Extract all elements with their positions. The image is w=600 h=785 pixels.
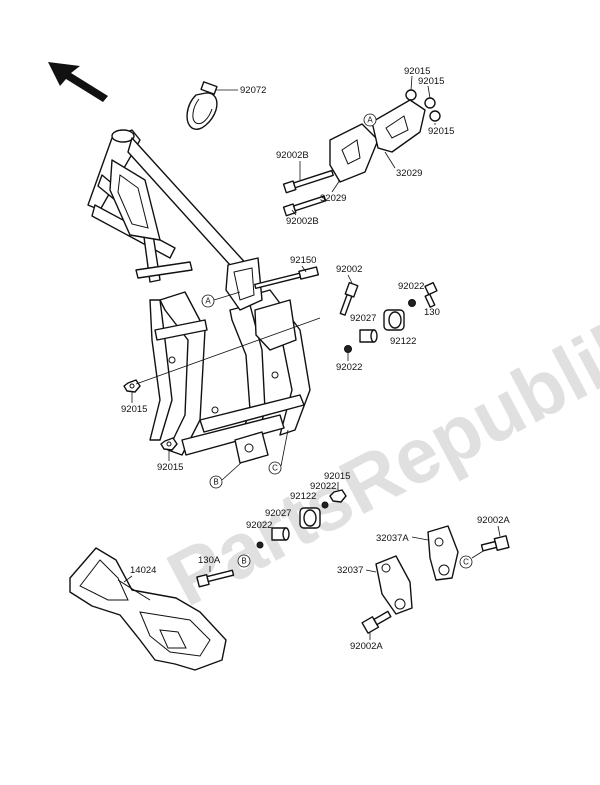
ref-marker-C [459, 555, 473, 569]
engine-bracket-32029 [282, 89, 441, 217]
leader-line [331, 179, 341, 193]
clamp-92072 [186, 81, 218, 130]
ref-letter-B: B [213, 478, 218, 487]
ref-marker-B [209, 475, 223, 489]
ref-letter-B: B [241, 557, 246, 566]
callout-130: 130 [424, 307, 440, 318]
front-direction-arrow-icon [48, 62, 108, 102]
leader-line [135, 317, 321, 385]
leader-line [213, 291, 241, 301]
bushing-92122 [383, 309, 405, 331]
bolt-92002 [339, 281, 359, 316]
bracket-32037 [375, 555, 413, 615]
ref-letter-A: A [205, 297, 211, 306]
bolt-92002A [480, 535, 510, 552]
nut-92015 [123, 379, 141, 393]
bolt-92150 [254, 266, 320, 290]
callout-92015: 92015 [404, 66, 430, 77]
leader-line [497, 525, 501, 537]
collar-92027 [271, 527, 290, 541]
skid-plate-14024 [69, 547, 227, 671]
nut-92015 [329, 489, 347, 503]
callout-92002A: 92002A [350, 641, 383, 652]
leader-line [410, 75, 413, 91]
callout-92015: 92015 [157, 462, 183, 473]
leader-line [411, 536, 429, 541]
callout-92002: 92002 [336, 264, 362, 275]
callout-14024: 14024 [130, 565, 156, 576]
ref-letter-C: C [272, 464, 278, 473]
callout-32037: 32037 [337, 565, 363, 576]
callout-92002B: 92002B [276, 150, 309, 161]
leader-line [280, 429, 289, 467]
callout-92027: 92027 [350, 313, 376, 324]
callout-92022: 92022 [398, 281, 424, 292]
bolt-130 [424, 281, 438, 308]
callout-92022: 92022 [310, 481, 336, 492]
ref-marker-B [237, 554, 251, 568]
ref-letter-C: C [463, 558, 469, 567]
leader-line [123, 575, 133, 583]
callout-92015: 92015 [121, 404, 147, 415]
ref-marker-A [201, 294, 215, 308]
callout-92015: 92015 [418, 76, 444, 87]
callout-32029: 32029 [396, 168, 422, 179]
collar-92027 [359, 329, 378, 343]
callout-92015: 92015 [428, 126, 454, 137]
leader-line [384, 151, 396, 169]
nut-92015 [160, 437, 178, 451]
washer-92022 [321, 501, 329, 509]
washer-92022 [408, 299, 416, 307]
washer-92022 [256, 541, 264, 549]
callout-92002B: 92002B [286, 216, 319, 227]
callout-92122: 92122 [390, 336, 416, 347]
leader-line [427, 85, 431, 99]
callout-92022: 92022 [336, 362, 362, 373]
leader-line [347, 274, 353, 284]
ref-letter-A: A [367, 116, 373, 125]
bolt-130A [196, 569, 235, 588]
bracket-32037A [427, 525, 459, 581]
washer-92022 [344, 345, 352, 353]
leader-line [221, 461, 243, 481]
callout-92022: 92022 [246, 520, 272, 531]
main-frame [87, 129, 311, 464]
callout-92122: 92122 [290, 491, 316, 502]
ref-marker-C [268, 461, 282, 475]
ref-marker-A [363, 113, 377, 127]
callout-92072: 92072 [240, 85, 266, 96]
callout-130A: 130A [198, 555, 221, 566]
callout-32029: 32029 [320, 193, 346, 204]
callout-92002A: 92002A [477, 515, 510, 526]
callout-92027: 92027 [265, 508, 291, 519]
leader-line [301, 265, 307, 273]
leader-line [365, 569, 377, 573]
callout-92015: 92015 [324, 471, 350, 482]
leader-line [291, 209, 297, 216]
callout-92150: 92150 [290, 255, 316, 266]
bolt-92002A [361, 610, 392, 634]
bushing-92122 [299, 507, 321, 529]
callout-32037A: 32037A [376, 533, 409, 544]
